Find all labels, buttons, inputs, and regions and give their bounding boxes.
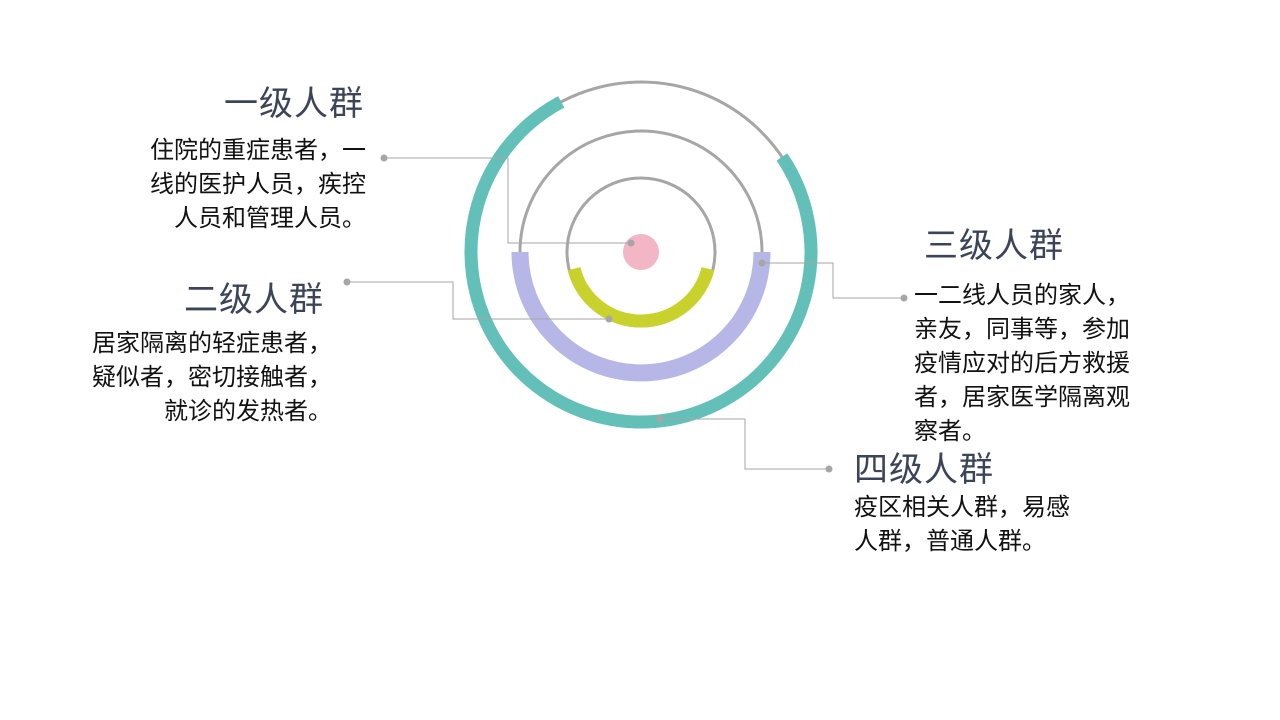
connector-level-2 bbox=[347, 281, 609, 320]
level-2-title: 二级人群 bbox=[184, 280, 324, 320]
level-1-description: 住院的重症患者，一 线的医护人员，疾控 人员和管理人员。 bbox=[100, 133, 366, 235]
level-4-title: 四级人群 bbox=[854, 450, 994, 490]
level-2-description: 居家隔离的轻症患者， 疑似者，密切接触者， 就诊的发热者。 bbox=[60, 326, 332, 428]
connector-level-3-end-dot bbox=[900, 294, 908, 302]
level-3-description: 一二线人员的家人， 亲友，同事等，参加 疫情应对的后方救援 者，居家医学隔离观 … bbox=[914, 278, 1214, 448]
middle-lavender-arc bbox=[511, 251, 771, 382]
level-4-description-line: 人群，普通人群。 bbox=[854, 527, 1046, 555]
level-3-title: 三级人群 bbox=[924, 226, 1064, 266]
level-1-description-line: 线的医护人员，疾控 bbox=[150, 170, 366, 198]
outer-teal-arc bbox=[464, 96, 818, 429]
level-3-description-line: 一二线人员的家人， bbox=[914, 281, 1130, 309]
connector-level-1 bbox=[384, 157, 631, 244]
level-3-description-line: 疫情应对的后方救援 bbox=[914, 349, 1130, 377]
level-4-description: 疫区相关人群，易感 人群，普通人群。 bbox=[854, 490, 1154, 558]
inner-yellow-green-arc bbox=[567, 266, 715, 328]
level-3-description-line: 者，居家医学隔离观 bbox=[914, 383, 1130, 411]
connector-level-2-end-dot bbox=[605, 315, 613, 323]
level-3-description-line: 亲友，同事等，参加 bbox=[914, 315, 1130, 343]
level-3-description-line: 察者。 bbox=[914, 417, 986, 445]
connector-level-4-end-dot bbox=[825, 465, 833, 473]
level-1-title: 一级人群 bbox=[224, 84, 364, 124]
level-4-description-line: 疫区相关人群，易感 bbox=[854, 493, 1070, 521]
level-2-description-line: 就诊的发热者。 bbox=[164, 397, 332, 425]
level-2-description-line: 疑似者，密切接触者， bbox=[92, 363, 332, 391]
level-1-description-line: 人员和管理人员。 bbox=[174, 204, 366, 232]
connector-level-4-start-dot bbox=[656, 415, 664, 423]
level-2-description-line: 居家隔离的轻症患者， bbox=[92, 329, 332, 357]
connector-level-4 bbox=[660, 418, 829, 470]
connector-level-2-start-dot bbox=[343, 278, 351, 286]
connector-level-1-start-dot bbox=[380, 154, 388, 162]
level-1-description-line: 住院的重症患者，一 bbox=[150, 136, 366, 164]
connector-level-3-start-dot bbox=[758, 259, 766, 267]
connector-level-1-end-dot bbox=[627, 239, 635, 247]
connector-level-3 bbox=[762, 262, 904, 299]
center-dot bbox=[623, 234, 659, 270]
